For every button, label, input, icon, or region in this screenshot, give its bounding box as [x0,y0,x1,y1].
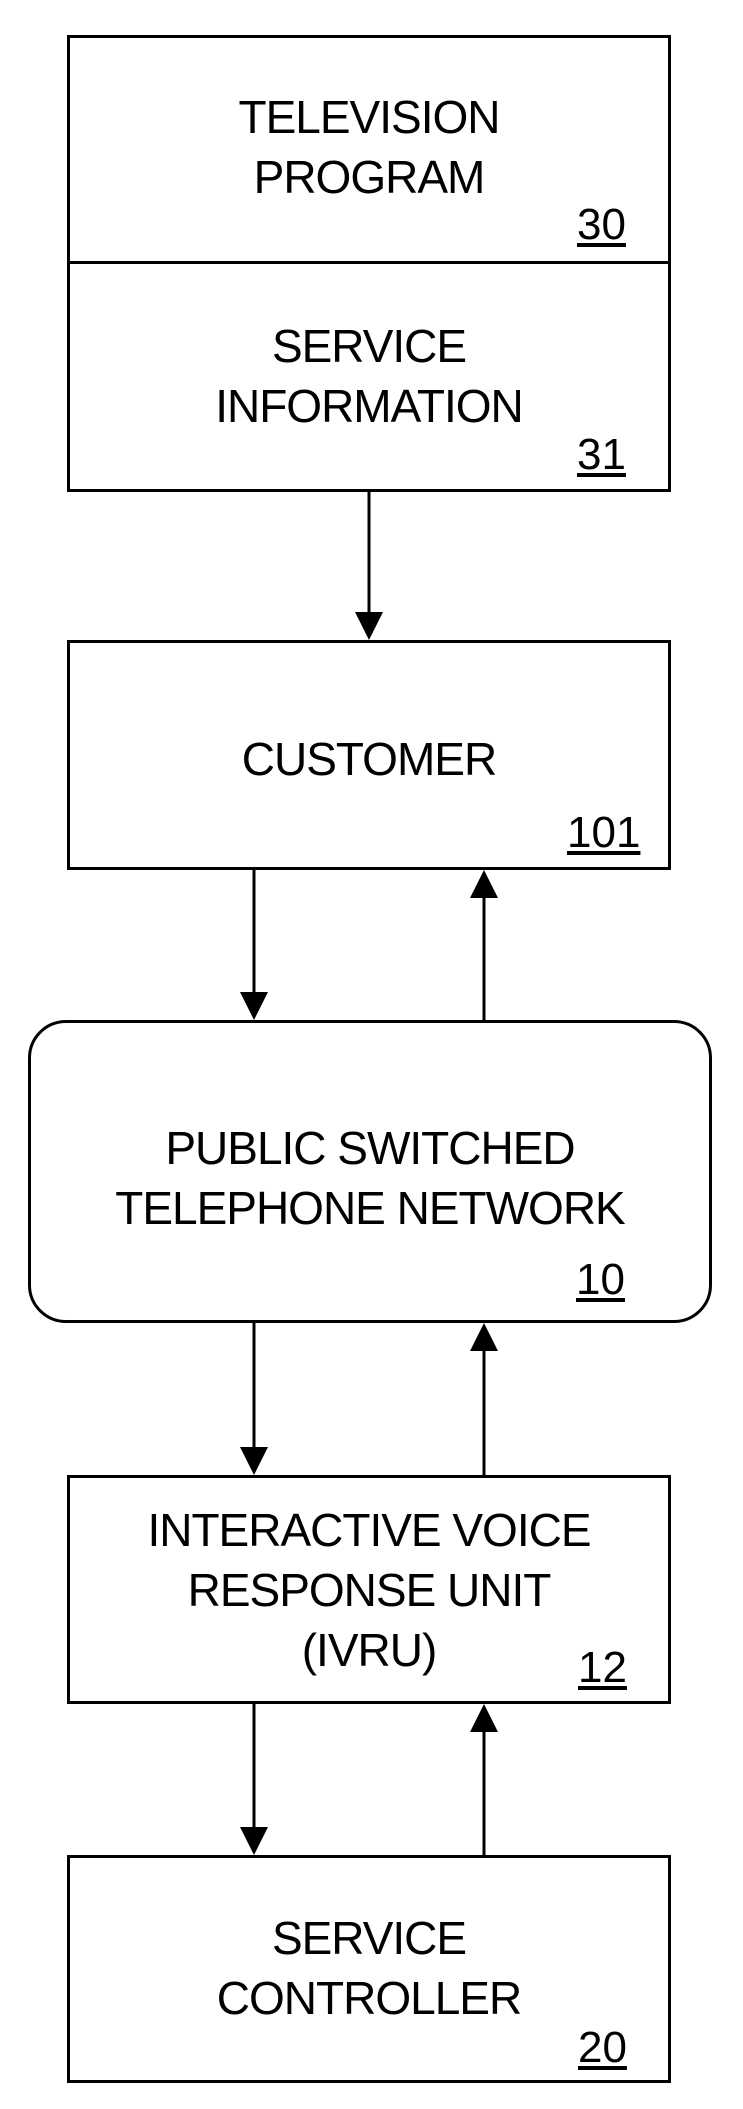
arrow-ivru-to-controller [240,1704,268,1855]
arrow-controller-to-ivru [470,1704,498,1855]
arrow-pstn-to-customer [470,870,498,1020]
arrow-ivru-to-pstn [470,1323,498,1475]
arrow-serviceinfo-to-customer [355,492,383,640]
arrow-pstn-to-ivru [240,1323,268,1475]
arrow-customer-to-pstn [240,870,268,1020]
